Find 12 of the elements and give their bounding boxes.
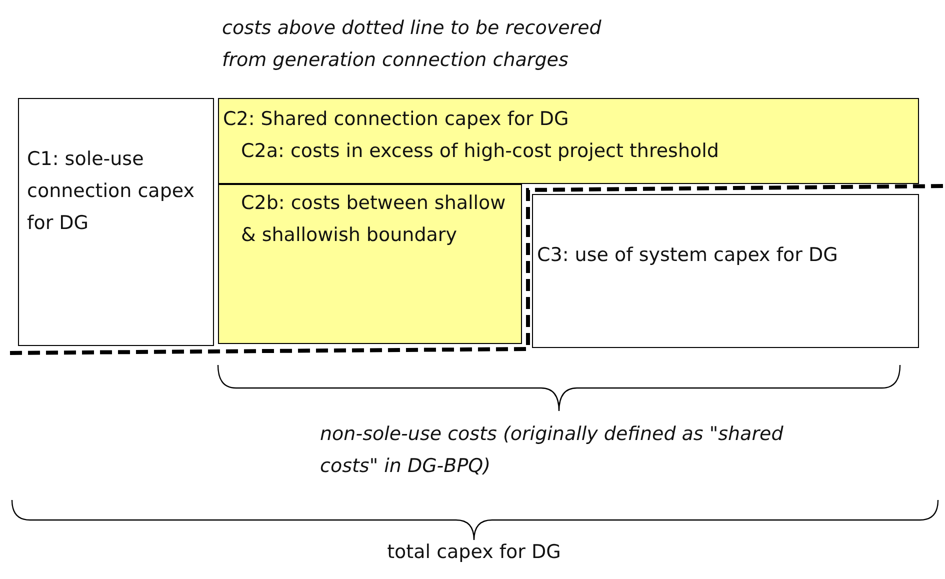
box-text: C2a: costs in excess of high-cost project threshold [241,139,719,164]
box-heading: C2b: costs between shallow & shallowish boundary [241,191,507,248]
box-heading: C2: Shared connection capex for DG [223,107,569,132]
caption-text: total capex for DG [386,540,562,565]
cost-box [532,194,919,348]
annotation-text: non-sole-use costs (originally defined as "shared costs" in DG-BPQ) [320,422,784,479]
cost-box [218,98,919,184]
cost-box [18,98,214,346]
cost-box [218,184,522,344]
box-heading: C1: sole-use connection capex for DG [27,147,196,236]
note-text: costs above dotted line to be recovered from generation connection charges [222,16,602,73]
box-heading: C3: use of system capex for DG [537,243,838,268]
